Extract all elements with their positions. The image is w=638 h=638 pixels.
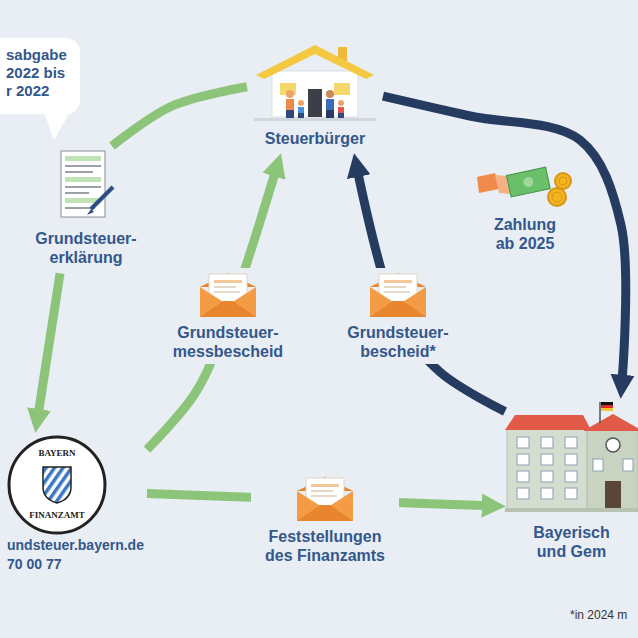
speech-bubble-text: sabgabe 2022 bis r 2022 [6, 46, 72, 100]
footnote-text: *in 2024 m [570, 608, 627, 622]
flow-arrow [38, 273, 60, 416]
seal-text: BAYERN [7, 449, 107, 458]
building-icon [505, 401, 638, 521]
node-label: Steuerbürger [265, 129, 365, 148]
tax-office-node: BAYERN FINANZAMT undsteuer.bayern.de 70 00 … [4, 432, 147, 579]
edge-label-text: Zahlung ab 2025 [485, 215, 565, 253]
envelope-icon [197, 271, 259, 323]
edge-label-text: Feststellungen des Finanzamts [255, 527, 395, 565]
edge-label: Feststellungen des Finanzamts [251, 472, 399, 568]
node-label: 70 00 77 [7, 556, 62, 573]
edge-label: Grundsteuer- messbescheid [160, 268, 296, 364]
node-label: undsteuer.bayern.de [7, 537, 144, 554]
flow-arrow [112, 87, 247, 146]
node-label: Bayerisch und Gem [528, 523, 616, 561]
envelope-icon [294, 475, 356, 527]
seal-icon: BAYERN FINANZAMT [7, 435, 107, 535]
edge-label-text: Grundsteuer- messbescheid [164, 323, 292, 361]
seal-text: FINANZAMT [7, 511, 107, 520]
envelope-icon [367, 271, 429, 323]
edge-label: Grundsteuer- bescheid* [330, 268, 466, 364]
edge-label: Zahlung ab 2025 [473, 160, 577, 256]
municipality-node: Bayerisch und Gem [505, 398, 638, 567]
form-icon [57, 149, 115, 227]
taxpayer-node: Steuerbürger [247, 38, 383, 154]
node-label: Grundsteuer- erklärung [30, 229, 142, 267]
footnote: *in 2024 m [570, 608, 627, 622]
tax-return-node: Grundsteuer- erklärung [27, 146, 145, 273]
money-icon [477, 163, 573, 215]
edge-label-text: Grundsteuer- bescheid* [334, 323, 462, 361]
bubble-tail [44, 112, 70, 140]
speech-bubble: sabgabe 2022 bis r 2022 [0, 38, 80, 114]
house-icon [250, 41, 380, 127]
